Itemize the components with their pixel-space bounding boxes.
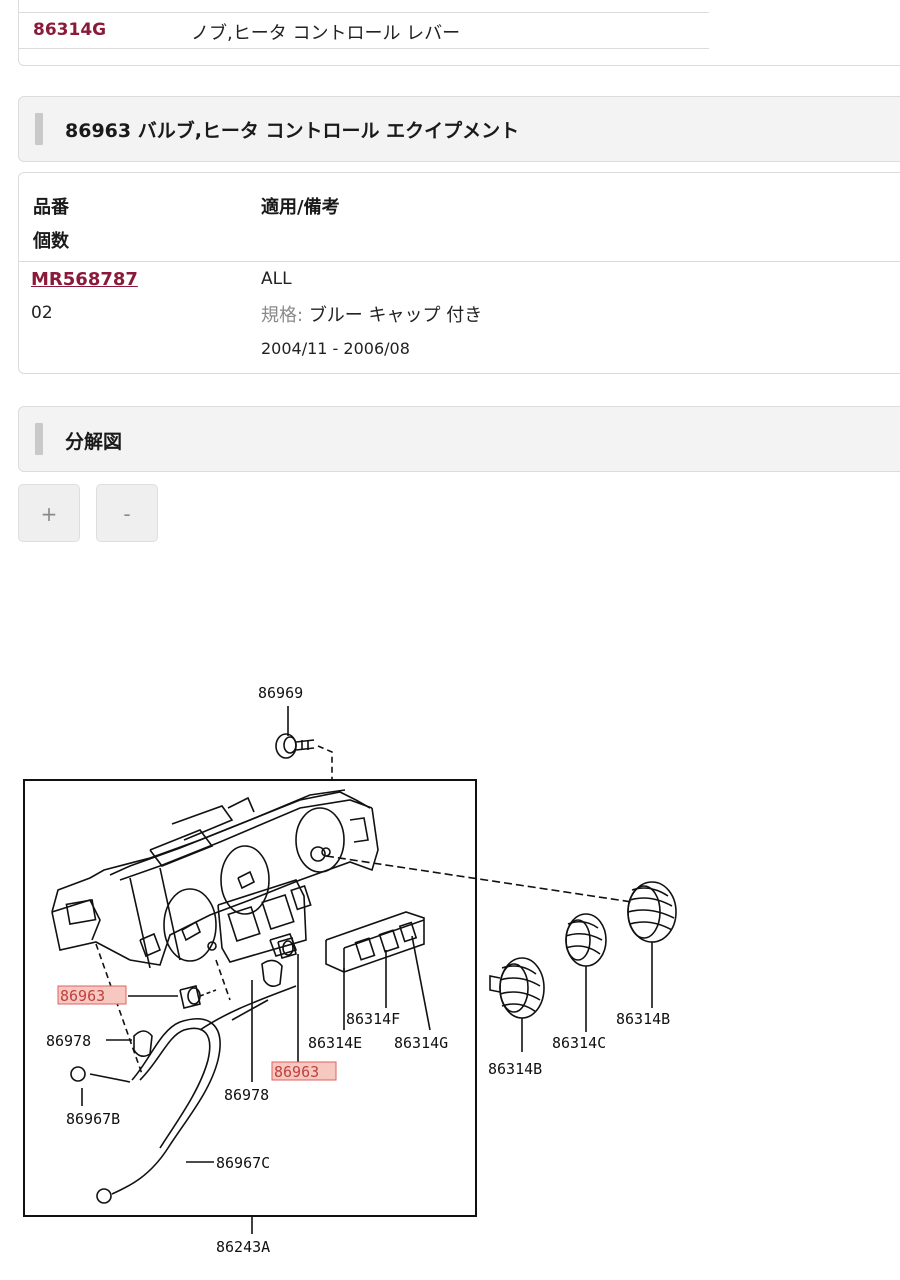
- label-86314B-left[interactable]: 86314B: [488, 1060, 542, 1078]
- applicability-value: ALL: [261, 269, 292, 289]
- label-86314F[interactable]: 86314F: [346, 1010, 400, 1028]
- section-title: 分解図: [65, 431, 123, 453]
- label-86967B[interactable]: 86967B: [66, 1110, 120, 1128]
- control-panel-body: [51, 789, 379, 969]
- screw-86969: [275, 706, 333, 780]
- label-86963-left[interactable]: 86963: [60, 987, 105, 1005]
- cable-harness: [70, 985, 297, 1204]
- bulb-86963-right: [277, 937, 299, 1064]
- qty-value: 02: [31, 303, 53, 323]
- row-divider: [19, 48, 709, 49]
- label-86969[interactable]: 86969: [258, 684, 303, 702]
- label-86963-right[interactable]: 86963: [274, 1063, 319, 1081]
- header-divider: [19, 261, 900, 262]
- spec-label: 規格:: [261, 305, 304, 326]
- bulb-86963-left: [128, 985, 217, 1009]
- part-link-86314G[interactable]: 86314G: [33, 20, 107, 40]
- spec-value: ブルー キャップ 付き: [308, 305, 483, 326]
- highlight-86963-left[interactable]: [57, 985, 127, 1005]
- col-header-qty: 個数: [33, 231, 69, 252]
- highlight-86963-right[interactable]: [271, 1061, 337, 1081]
- zoom-in-button[interactable]: +: [18, 484, 80, 542]
- parts-table-valve: 品番 個数 適用/備考 MR568787 02 ALL 規格: ブルー キャップ…: [18, 172, 900, 374]
- parts-table-top: 86314G ノブ,ヒータ コントロール レバー: [18, 0, 900, 66]
- knob-leader: [325, 855, 633, 903]
- part-link-MR568787[interactable]: MR568787: [31, 269, 138, 290]
- label-86243A[interactable]: 86243A: [216, 1238, 270, 1256]
- guide-line: [95, 943, 143, 1075]
- label-86978-left[interactable]: 86978: [46, 1032, 91, 1050]
- zoom-out-button[interactable]: -: [96, 484, 158, 542]
- label-86978-center[interactable]: 86978: [224, 1086, 269, 1104]
- part-description: ノブ,ヒータ コントロール レバー: [191, 23, 461, 44]
- guide-line: [215, 959, 231, 1001]
- col-header-remarks: 適用/備考: [261, 197, 340, 218]
- label-86314B-right[interactable]: 86314B: [616, 1010, 670, 1028]
- clip-86978-center: [251, 959, 283, 1082]
- row-divider: [19, 12, 709, 13]
- section-accent-bar: [35, 113, 43, 145]
- label-86314G[interactable]: 86314G: [394, 1034, 448, 1052]
- spec-line: 規格: ブルー キャップ 付き: [261, 301, 482, 327]
- section-accent-bar: [35, 423, 43, 455]
- section-title: 86963 バルブ,ヒータ コントロール エクイプメント: [65, 120, 520, 142]
- section-header-diagram: 分解図: [18, 406, 900, 472]
- switch-block: [325, 911, 431, 1031]
- label-86967C[interactable]: 86967C: [216, 1154, 270, 1172]
- date-range: 2004/11 - 2006/08: [261, 339, 410, 358]
- knob-86314B-left: [489, 957, 545, 1052]
- section-header-valve: 86963 バルブ,ヒータ コントロール エクイプメント: [18, 96, 900, 162]
- label-86314E[interactable]: 86314E: [308, 1034, 362, 1052]
- clip-86978-left: [106, 1030, 153, 1058]
- assembly-frame: [23, 779, 477, 1217]
- label-86314C[interactable]: 86314C: [552, 1034, 606, 1052]
- knob-86314C: [565, 913, 607, 1032]
- col-header-part: 品番: [33, 197, 69, 218]
- knob-86314B-right: [627, 881, 677, 1008]
